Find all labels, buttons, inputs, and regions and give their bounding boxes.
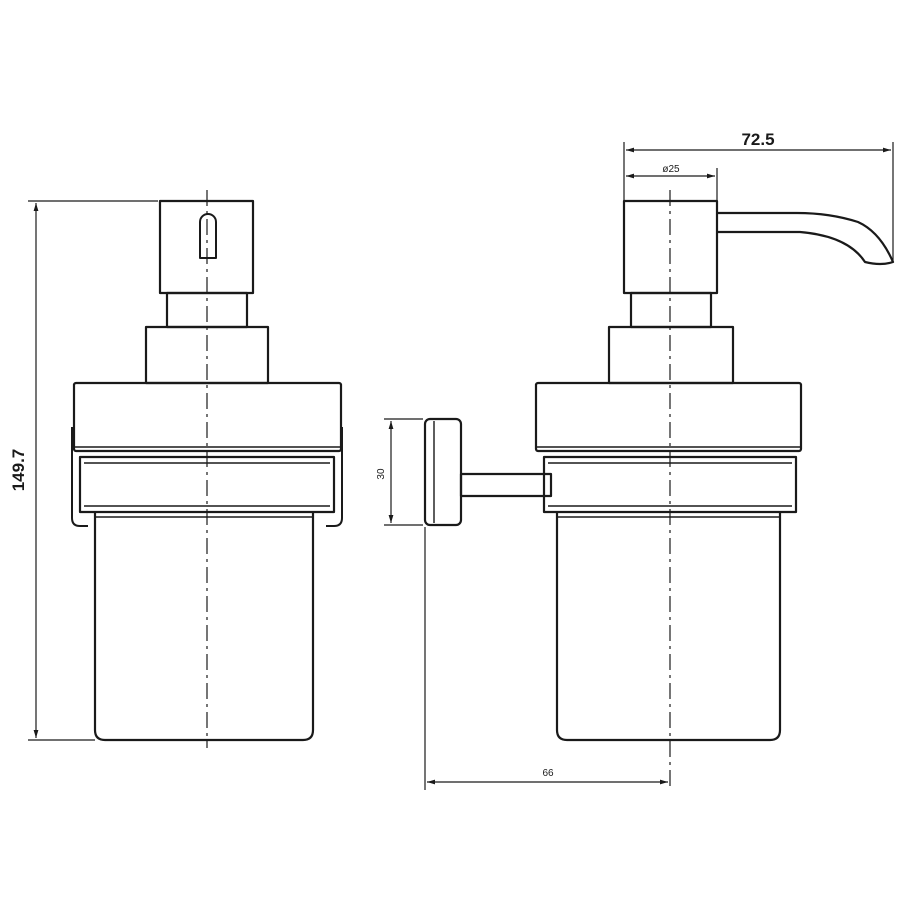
- wall-projection-dimension: [424, 527, 668, 790]
- wall-projection-label: 66: [542, 768, 554, 779]
- support-arm: [459, 472, 553, 498]
- side-view: [423, 190, 895, 790]
- side-spout: [717, 211, 895, 266]
- spout-reach-label: 72.5: [741, 130, 774, 149]
- bracket-height-label: 30: [376, 468, 387, 480]
- side-lid: [534, 381, 803, 453]
- bracket-height-dimension: [384, 418, 423, 526]
- wall-mount-plate: [423, 417, 463, 527]
- spout-reach-dimension: [623, 142, 894, 262]
- front-view: [71, 190, 343, 748]
- side-glass-container: [555, 512, 782, 742]
- front-glass-container: [93, 512, 315, 742]
- total-height-label: 149.7: [9, 449, 28, 492]
- pump-diameter-dimension: [626, 168, 718, 200]
- front-holder-clip: [71, 427, 343, 527]
- pump-diameter-label: ø25: [662, 164, 680, 175]
- front-nozzle-slot: [199, 213, 217, 259]
- side-pump-stem: [629, 291, 713, 329]
- height-dimension: [28, 200, 158, 741]
- side-neck-collar: [607, 325, 735, 385]
